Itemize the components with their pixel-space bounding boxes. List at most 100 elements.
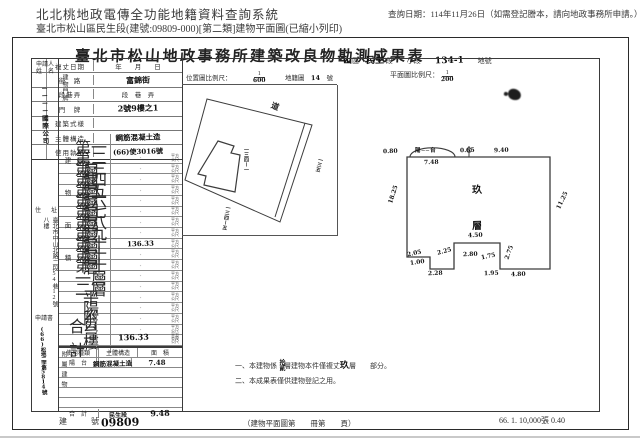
unit-label: 平方公尺 bbox=[171, 227, 179, 237]
building-number: 09809 bbox=[100, 415, 140, 430]
attached-use: 陽 台 bbox=[58, 358, 99, 367]
unit-label: 平方公尺 bbox=[171, 302, 179, 312]
applicant-sidebar: 申請人 姓 名 bbox=[32, 59, 59, 411]
floor-area-row: 第十層 平方公尺 bbox=[58, 230, 182, 279]
unit-label: 平方公尺 bbox=[171, 195, 179, 205]
note-line-1: 一、本建物係拾貳層建物本件僅複丈玖層 部分。 bbox=[235, 359, 595, 374]
floor-area-row: 平方公尺 bbox=[58, 335, 182, 346]
total-label: 合 計 bbox=[58, 408, 99, 418]
unit-label: 平方公尺 bbox=[171, 249, 179, 259]
field-row-survey-date: 複丈日期 年 月 日 bbox=[32, 59, 182, 74]
applicant-address: 臺北市中山北路二段54巷12號八樓 bbox=[42, 217, 57, 307]
field-label: 複丈日期 bbox=[47, 60, 94, 71]
section-label: 段 bbox=[385, 57, 393, 65]
floor-area-row: 第七層 平方公尺 bbox=[58, 198, 182, 247]
field-label: 使用執照 bbox=[47, 147, 94, 158]
note-hand-floors: 拾貳 bbox=[278, 359, 284, 372]
field-row-license: 使用執照(66)使3016號 bbox=[32, 145, 182, 160]
location-map-box bbox=[182, 85, 338, 236]
unit-label: 平方公尺 bbox=[171, 163, 179, 173]
floor-area-row: 陽 台 平方公尺 bbox=[58, 294, 182, 343]
floor-area-row: 第四層 平方公尺 bbox=[58, 166, 182, 215]
col-header-structure: 主體構造 bbox=[99, 348, 138, 357]
floor-label: 第四層 bbox=[72, 166, 111, 215]
field-label: 建築式樣 bbox=[47, 118, 94, 129]
unit-label: 平方公尺 bbox=[171, 260, 179, 270]
floor-label: 第二層 bbox=[72, 144, 111, 193]
name-header: 姓 名 bbox=[35, 69, 54, 75]
window-bottom-divider bbox=[0, 436, 640, 438]
unit-label: 平方公尺 bbox=[171, 206, 179, 216]
attached-row bbox=[58, 368, 182, 378]
note-hand-floor: 玖 bbox=[339, 360, 350, 372]
unit-label: 平方公尺 bbox=[171, 335, 179, 345]
unit-label: 平方公尺 bbox=[171, 292, 179, 302]
unit-label: 平方公尺 bbox=[171, 270, 179, 280]
attached-total-row: 合 計 9.48 bbox=[58, 408, 182, 419]
unit-label: 平方公尺 bbox=[171, 324, 179, 334]
floor-label: 附 樓 bbox=[72, 305, 115, 354]
unit-label: 平方公尺 bbox=[171, 313, 179, 323]
application-doc-label: 申請書 bbox=[35, 316, 54, 322]
building-area-section-label: 建物面積 bbox=[63, 157, 70, 287]
plan-floor-label: 玖 bbox=[471, 184, 483, 197]
parcel-label: 地號 bbox=[477, 57, 492, 65]
note-line-2: 二、本成果表僅供建物登記之用。 bbox=[235, 377, 340, 385]
query-date: 查詢日期：114年11月26日（如需登記謄本，請向地政事務所申請。） bbox=[388, 9, 640, 19]
sheet-reference: （建物平面圖第 冊第 頁） bbox=[243, 419, 356, 428]
col-header-area: 面 積 bbox=[150, 351, 169, 357]
field-label: 街 路 bbox=[47, 75, 94, 86]
floor-area-row: 平方公尺 bbox=[58, 282, 182, 293]
field-row-lane: 段巷弄 段 巷 弄 bbox=[32, 87, 182, 103]
land-section-info: 山區 民生 段 小段 134-1 地號 bbox=[343, 53, 603, 67]
notes: 一、本建物係拾貳層建物本件僅複丈玖層 部分。 二、本成果表僅供建物登記之用。 bbox=[235, 359, 595, 389]
building-no-label: 建 號 bbox=[59, 417, 107, 426]
field-value: 年 月 日 bbox=[115, 63, 161, 71]
balcony-label: 陽──台 bbox=[415, 148, 437, 154]
floor-area-table: 第一層 平方公尺 第二層 平方公尺 第三層 平方公尺 第四層 bbox=[58, 133, 182, 354]
col-header-use: 使用種類 bbox=[58, 348, 99, 357]
unit-label: 平方公尺 bbox=[171, 185, 179, 195]
scanned-survey-sheet: 臺北市松山地政事務所建築改良物勘測成果表 山區 民生 段 小段 134-1 地號… bbox=[12, 37, 629, 430]
attached-row: 陽 台 鋼筋混凝土造 7.48 bbox=[58, 356, 182, 369]
sketch-parcel-number: 一三四ー一 bbox=[243, 147, 248, 172]
attached-structure-table: 使用種類 主體構造 面 積 陽 台 鋼筋混凝土造 7.48 bbox=[58, 347, 182, 418]
attached-row bbox=[58, 378, 182, 388]
system-title: 北北桃地政電傳全功能地籍資料查詢系統 bbox=[36, 8, 280, 22]
unit-label: 平方公尺 bbox=[171, 174, 179, 184]
floor-label: 第十層 bbox=[72, 230, 111, 279]
field-row-style: 建築式樣 bbox=[32, 116, 182, 131]
floor-area-row: 第九層 136.33 平方公尺 bbox=[58, 219, 182, 268]
document-subtitle: 臺北市松山區民生段(建號:09809-000)[第二類]建物平面圖(已縮小列印) bbox=[36, 24, 343, 35]
attached-section-label: 附屬建物 bbox=[60, 351, 66, 391]
unit-label: 平方公尺 bbox=[171, 281, 179, 291]
field-value: 段 巷 弄 bbox=[121, 92, 155, 100]
plan-floor-label: 層 bbox=[471, 220, 483, 233]
field-row-street: 街 路富錦街 bbox=[32, 73, 182, 88]
attached-header-row: 使用種類 主體構造 面 積 bbox=[58, 348, 182, 358]
attached-row bbox=[58, 398, 182, 408]
door-plate-group-label: 建物門牌 bbox=[61, 74, 67, 102]
field-label: 段巷弄 bbox=[47, 89, 94, 100]
print-code: 66. 1. 10,000張 0.40 bbox=[499, 416, 565, 425]
unit-label: 平方公尺 bbox=[171, 332, 179, 341]
unit-label: 平方公尺 bbox=[171, 217, 179, 227]
field-label: 門 牌 bbox=[47, 103, 94, 114]
floor-area-row: 附 樓 平方公尺 bbox=[58, 305, 182, 354]
applicant-header: 申請人 bbox=[35, 62, 54, 68]
field-label: 主體構造 bbox=[47, 132, 94, 143]
floor-label: 第九層 bbox=[72, 219, 111, 268]
cadastral-map-label: 地籍圖 14 號 bbox=[284, 73, 333, 83]
unit-label: 平方公尺 bbox=[171, 238, 179, 248]
unit-label: 平方公尺 bbox=[171, 152, 179, 162]
survey-drawing bbox=[184, 98, 551, 270]
district-label: 區 bbox=[352, 57, 360, 65]
location-scale-label: 位置圖比例尺： bbox=[186, 75, 232, 82]
floor-area-row: 第六層 平方公尺 bbox=[58, 187, 182, 236]
